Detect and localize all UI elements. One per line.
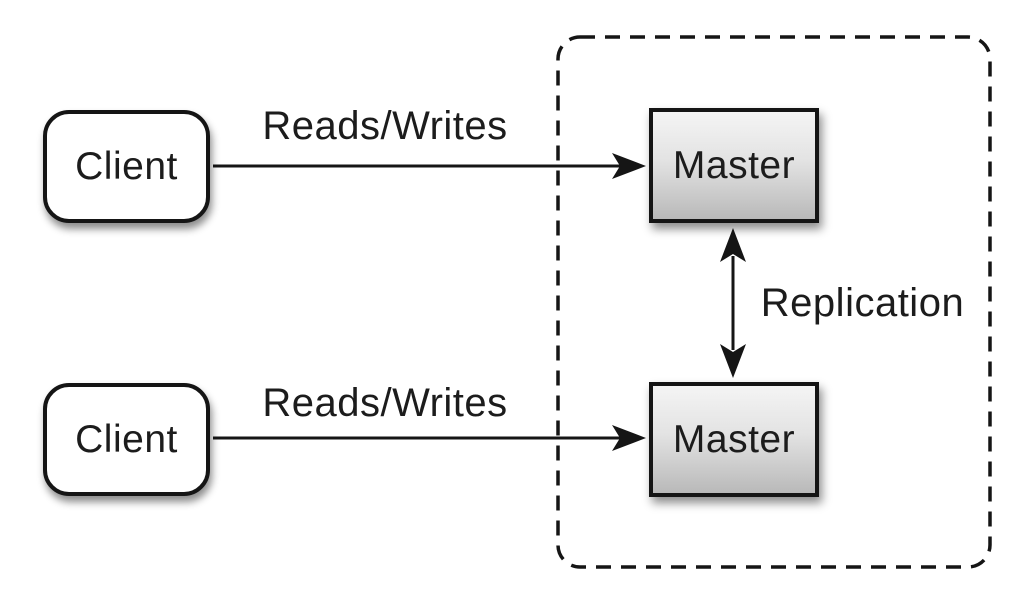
replication-label: Replication	[760, 281, 965, 325]
master-node-bottom-label: Master	[672, 418, 796, 461]
reads-writes-label-bottom: Reads/Writes	[262, 381, 508, 425]
client-node-top-label: Client	[75, 145, 178, 188]
master-node-top-label: Master	[672, 144, 796, 187]
client-node-bottom: Client	[43, 383, 210, 496]
replication-arrow	[720, 228, 746, 378]
reads-writes-arrow-top	[213, 153, 646, 179]
client-node-top: Client	[43, 110, 210, 223]
master-node-bottom: Master	[649, 382, 819, 497]
master-node-top: Master	[649, 108, 819, 223]
client-node-bottom-label: Client	[75, 418, 178, 461]
reads-writes-arrow-bottom	[213, 425, 646, 451]
cluster-boundary	[556, 35, 992, 569]
reads-writes-label-top: Reads/Writes	[262, 104, 508, 148]
